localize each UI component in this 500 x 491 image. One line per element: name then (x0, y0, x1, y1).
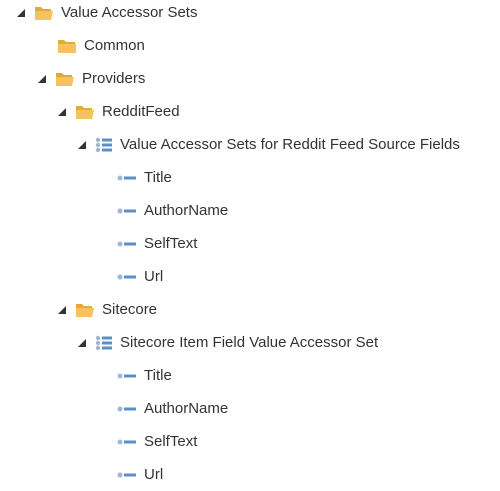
accessor-set-icon (95, 137, 113, 153)
tree-node-label: Sitecore Item Field Value Accessor Set (120, 333, 379, 351)
tree-node-accessor-item[interactable]: Title (117, 359, 173, 392)
tree-node-label: Title (144, 366, 172, 384)
tree-node-sitecore-accessor-set[interactable]: Sitecore Item Field Value Accessor Set (75, 326, 379, 359)
accessor-icon (117, 206, 137, 216)
expanded-arrow-icon[interactable] (55, 105, 69, 119)
accessor-icon (117, 437, 137, 447)
tree-node-reddit-accessor-set[interactable]: Value Accessor Sets for Reddit Feed Sour… (75, 128, 461, 161)
tree-node-label: Sitecore (102, 300, 158, 318)
expanded-arrow-icon[interactable] (55, 303, 69, 317)
tree-node-label: AuthorName (144, 201, 229, 219)
tree-node-label: RedditFeed (102, 102, 180, 120)
tree-node-label: AuthorName (144, 399, 229, 417)
folder-open-icon (55, 71, 75, 87)
accessor-icon (117, 404, 137, 414)
tree-node-label: Common (84, 36, 145, 54)
tree-node-label: Title (144, 168, 172, 186)
tree-node-accessor-item[interactable]: Title (117, 161, 173, 194)
accessor-icon (117, 470, 137, 480)
tree-node-accessor-item[interactable]: Url (117, 260, 164, 293)
tree-node-label: Value Accessor Sets for Reddit Feed Sour… (120, 135, 460, 153)
folder-open-icon (75, 104, 95, 120)
folder-open-icon (34, 5, 54, 21)
tree-node-value-accessor-sets[interactable]: Value Accessor Sets (14, 0, 198, 29)
tree-node-label: Providers (82, 69, 146, 87)
tree-node-sitecore[interactable]: Sitecore (55, 293, 158, 326)
expanded-arrow-icon[interactable] (35, 72, 49, 86)
tree-node-label: Url (144, 465, 164, 483)
tree-node-label: SelfText (144, 432, 198, 450)
tree-node-label: Value Accessor Sets (61, 3, 198, 21)
accessor-icon (117, 239, 137, 249)
tree-node-accessor-item[interactable]: AuthorName (117, 194, 229, 227)
accessor-icon (117, 272, 137, 282)
tree-node-accessor-item[interactable]: SelfText (117, 227, 198, 260)
tree-node-label: SelfText (144, 234, 198, 252)
folder-icon (57, 38, 77, 54)
accessor-set-icon (95, 335, 113, 351)
accessor-icon (117, 173, 137, 183)
tree-node-redditfeed[interactable]: RedditFeed (55, 95, 181, 128)
expanded-arrow-icon[interactable] (14, 6, 28, 20)
tree-node-providers[interactable]: Providers (35, 62, 146, 95)
expanded-arrow-icon[interactable] (75, 336, 89, 350)
tree-node-accessor-item[interactable]: SelfText (117, 425, 198, 458)
tree-node-accessor-item[interactable]: Url (117, 458, 164, 491)
expanded-arrow-icon[interactable] (75, 138, 89, 152)
tree-node-label: Url (144, 267, 164, 285)
tree-node-accessor-item[interactable]: AuthorName (117, 392, 229, 425)
accessor-icon (117, 371, 137, 381)
tree-node-common[interactable]: Common (57, 29, 146, 62)
folder-open-icon (75, 302, 95, 318)
